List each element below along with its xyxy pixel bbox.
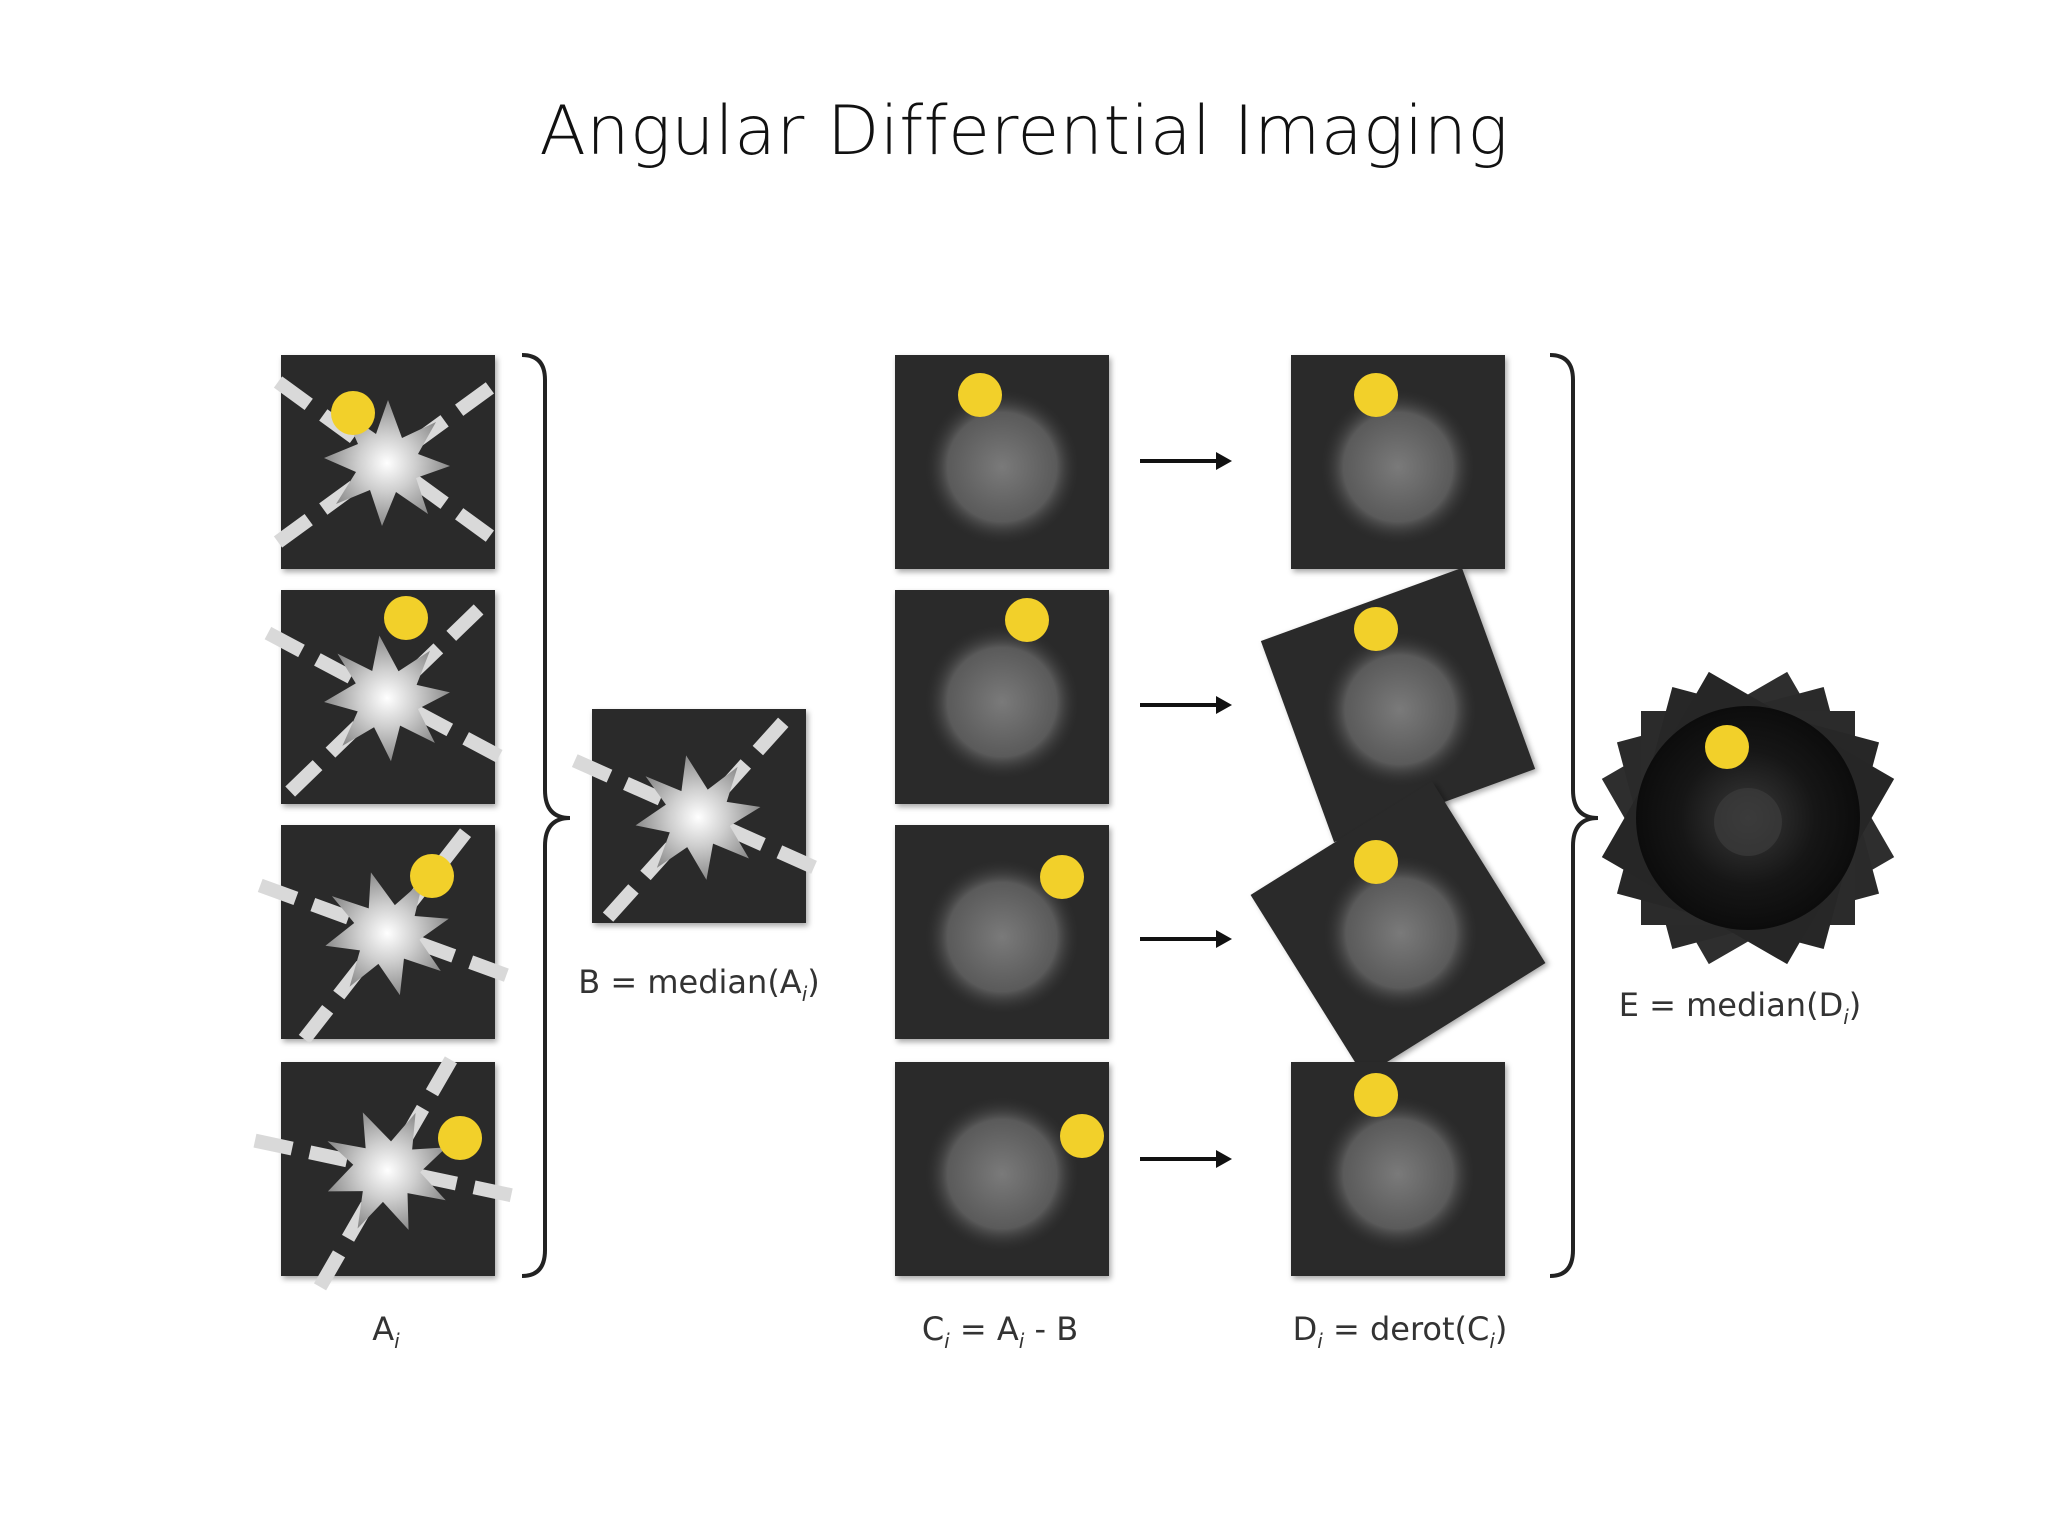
right-arrow-icon (1140, 452, 1232, 470)
frame-b (571, 709, 827, 923)
planet-marker-icon (1040, 855, 1084, 899)
label-a: Ai (372, 1310, 400, 1353)
planet-marker-icon (1354, 840, 1398, 884)
planet-marker-icon (1060, 1114, 1104, 1158)
label-e: E = median(Di) (1619, 986, 1862, 1029)
right-arrow-icon (1140, 1150, 1232, 1168)
planet-marker-icon (384, 596, 428, 640)
planet-marker-icon (410, 854, 454, 898)
label-b: B = median(Ai) (578, 963, 819, 1006)
planet-marker-icon (1705, 725, 1749, 769)
brace-icon (521, 353, 571, 1278)
frame-c1 (895, 355, 1109, 569)
planet-marker-icon (331, 391, 375, 435)
frame-d3 (1250, 781, 1546, 1077)
frame-d4 (1291, 1062, 1505, 1276)
label-d: Di = derot(Ci) (1293, 1310, 1508, 1353)
planet-marker-icon (1005, 598, 1049, 642)
arrows (1140, 452, 1232, 1168)
frame-d2 (1260, 567, 1536, 843)
brace-icon (1549, 353, 1599, 1278)
frame-a4 (253, 1047, 523, 1291)
frame-d1 (1291, 355, 1505, 569)
frame-c4 (895, 1062, 1109, 1276)
planet-marker-icon (1354, 373, 1398, 417)
frame-a1 (273, 355, 503, 569)
planet-marker-icon (438, 1116, 482, 1160)
planet-marker-icon (1354, 607, 1398, 651)
frame-c2 (895, 590, 1109, 804)
right-arrow-icon (1140, 696, 1232, 714)
frame-a3 (257, 820, 519, 1044)
column-a-frames (253, 355, 523, 1291)
slide-title: Angular Differential Imaging (539, 92, 1509, 171)
frame-c3 (895, 825, 1109, 1039)
planet-marker-icon (958, 373, 1002, 417)
frame-e (1601, 671, 1895, 965)
column-d-frames (1250, 355, 1546, 1276)
right-arrow-icon (1140, 930, 1232, 948)
planet-marker-icon (1354, 1073, 1398, 1117)
frame-a2 (264, 590, 512, 804)
column-c-frames (895, 355, 1109, 1276)
label-c: Ci = Ai - B (922, 1310, 1078, 1353)
